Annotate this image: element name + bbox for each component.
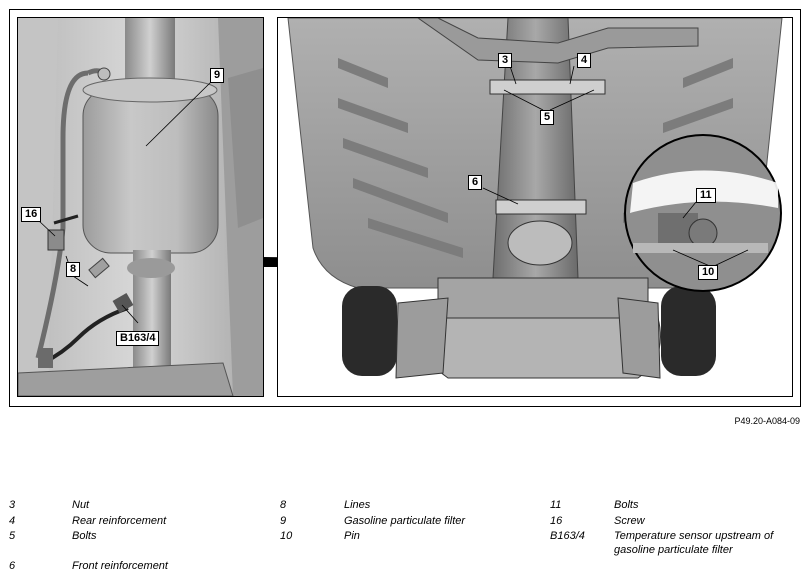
callout-4: 4 bbox=[577, 53, 592, 68]
callout-9: 9 bbox=[210, 68, 225, 83]
left-detail-image: 9 16 8 B163/4 bbox=[17, 17, 264, 397]
legend-number: 8 bbox=[280, 499, 287, 511]
callout-16: 16 bbox=[21, 207, 42, 222]
legend-number: 3 bbox=[9, 499, 16, 511]
legend-number: 4 bbox=[9, 515, 16, 527]
legend-text: Bolts bbox=[614, 499, 639, 511]
underbody-overview-image: 3 4 5 6 11 10 bbox=[277, 17, 793, 397]
legend-text: Screw bbox=[614, 515, 645, 527]
legend-text: Rear reinforcement bbox=[72, 515, 167, 527]
legend-number: 6 bbox=[9, 560, 16, 572]
underbody-illustration bbox=[278, 18, 792, 396]
callout-b163-4: B163/4 bbox=[116, 331, 160, 346]
callout-11: 11 bbox=[696, 188, 716, 203]
legend-text: Bolts bbox=[72, 530, 97, 542]
callout-10: 10 bbox=[698, 265, 719, 280]
callout-5: 5 bbox=[540, 110, 555, 125]
legend-text: Pin bbox=[344, 530, 360, 542]
legend-text: Front reinforcement bbox=[72, 560, 168, 572]
legend-number: 9 bbox=[280, 515, 287, 527]
legend-text: Gasoline particulate filter bbox=[344, 515, 466, 527]
callout-3: 3 bbox=[498, 53, 513, 68]
callout-6: 6 bbox=[468, 175, 483, 190]
legend-number: B163/4 bbox=[550, 530, 585, 542]
callout-8: 8 bbox=[66, 262, 81, 277]
legend-number: 16 bbox=[550, 515, 563, 527]
legend-text: Nut bbox=[72, 499, 90, 511]
legend-number: 10 bbox=[280, 530, 293, 542]
legend-number: 11 bbox=[550, 499, 562, 511]
legend-number: 5 bbox=[9, 530, 16, 542]
legend-text: Temperature sensor upstream of gasoline … bbox=[614, 530, 774, 556]
figure-code: P49.20-A084-09 bbox=[734, 416, 800, 426]
legend-text: Lines bbox=[344, 499, 371, 511]
